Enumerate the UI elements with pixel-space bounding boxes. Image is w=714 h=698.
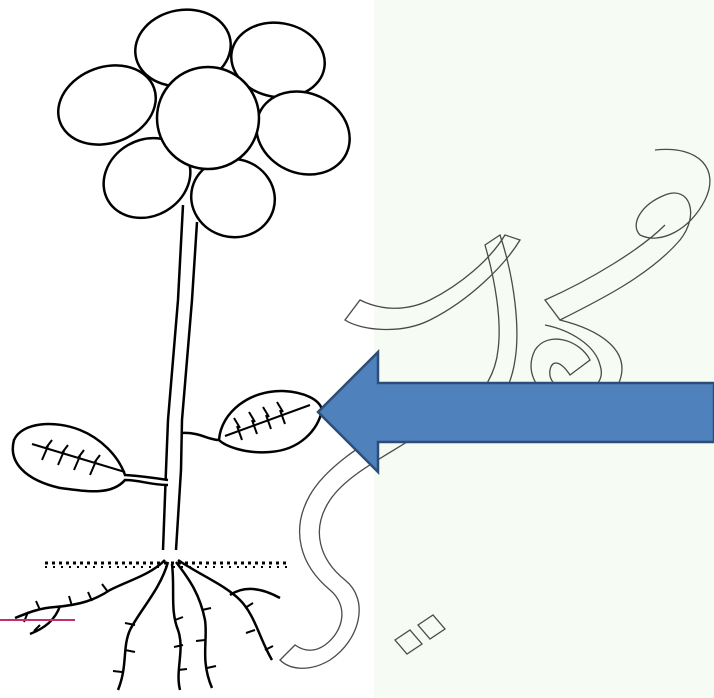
- roots: [15, 560, 280, 690]
- flower-head: [47, 2, 363, 246]
- leaf-right: [182, 391, 322, 452]
- left-arrow: [318, 352, 714, 472]
- watermark-letter-m: [545, 149, 710, 320]
- leaf-left: [13, 424, 168, 491]
- watermark-dot-1: [418, 615, 445, 639]
- watermark-dot-2: [395, 630, 422, 654]
- stem: [163, 205, 197, 550]
- flower-center: [157, 67, 259, 169]
